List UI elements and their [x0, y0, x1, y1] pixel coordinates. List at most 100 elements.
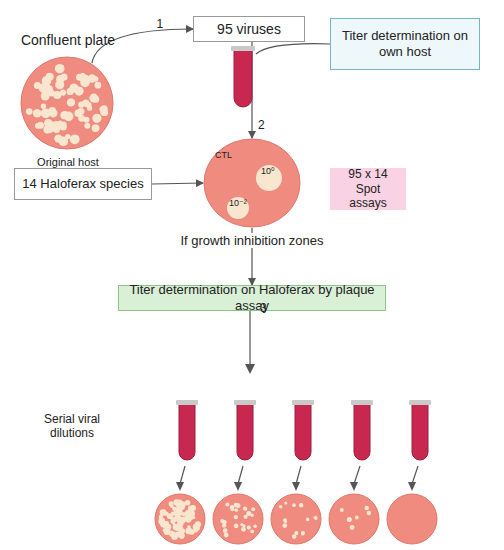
tube-rim: [231, 46, 255, 51]
plaque: [172, 507, 176, 511]
petri-dish: [20, 56, 114, 150]
plaque: [350, 525, 355, 530]
arrow-head: [176, 482, 184, 491]
plaque: [41, 92, 50, 101]
flow-arrow: [412, 466, 418, 484]
plaque: [240, 523, 243, 526]
box-text: Titer determination on Haloferax by plaq…: [125, 282, 379, 313]
plaque: [225, 502, 229, 506]
plaque: [78, 102, 84, 108]
plaque: [48, 121, 54, 127]
plate-label: 10⁰: [261, 166, 275, 176]
plaque: [253, 525, 257, 529]
tube-rim: [409, 400, 431, 405]
plaque: [244, 515, 248, 519]
plaque: [80, 73, 85, 78]
petri-dish: [213, 494, 263, 544]
plaque: [192, 516, 195, 519]
inhibition-zone: [227, 197, 249, 219]
plaque: [60, 111, 69, 120]
plaque: [299, 503, 303, 507]
plaque: [175, 532, 181, 538]
plaque: [37, 122, 44, 129]
plaque: [33, 109, 42, 118]
flow-arrow: [180, 466, 185, 484]
plaque: [177, 500, 183, 506]
plaque: [70, 134, 80, 144]
plaque: [41, 104, 46, 109]
plaque: [177, 526, 183, 532]
test-tube: [354, 404, 370, 460]
plaque: [164, 521, 169, 526]
plaque: [59, 137, 69, 147]
test-tube: [412, 404, 428, 460]
box-text: 14 Haloferax species: [22, 176, 143, 192]
plaque: [163, 528, 167, 532]
arrow-head: [408, 482, 416, 491]
plaque: [241, 527, 246, 532]
flow-arrow: [238, 466, 243, 484]
plaque: [55, 64, 65, 74]
step-number: 3: [260, 301, 267, 315]
flow-arrow: [251, 42, 252, 138]
plaque: [234, 515, 238, 519]
flow-arrow: [296, 466, 301, 484]
plaque: [279, 505, 283, 509]
plaque: [243, 507, 247, 511]
plaque: [340, 508, 344, 512]
leader-line: [256, 44, 330, 54]
plaque: [230, 508, 234, 512]
plaque: [179, 518, 184, 523]
plaque: [46, 73, 54, 81]
plaque: [251, 507, 255, 511]
inhibition-zone: [256, 165, 282, 191]
plaque: [41, 108, 51, 118]
test-tube: [295, 404, 311, 460]
dilution-series: [155, 400, 437, 544]
plaque: [234, 523, 239, 528]
plaque: [223, 528, 228, 533]
plaque: [67, 88, 74, 95]
plaque: [195, 521, 201, 527]
arrow-head: [245, 364, 255, 374]
flow-arrow: [249, 311, 250, 366]
agar: [21, 57, 113, 149]
plaque: [55, 80, 64, 89]
plaque: [181, 512, 186, 517]
plaque: [282, 523, 287, 528]
plate-label: CTL: [215, 150, 232, 160]
process-box: Titer determination on Haloferax by plaq…: [118, 285, 386, 311]
tube-rim: [292, 400, 314, 405]
process-box: 95 x 14 Spot assays: [330, 168, 406, 210]
tube-body: [234, 50, 252, 107]
petri-plate: Confluent plateOriginal host: [8, 32, 128, 178]
plaque: [314, 516, 318, 520]
tube-rim: [351, 400, 373, 405]
arrow-head: [234, 482, 242, 491]
flow-arrow: [152, 183, 203, 184]
plaque: [50, 112, 56, 118]
plaque: [185, 500, 191, 506]
petri-dish: [329, 494, 379, 544]
plaque: [284, 501, 287, 504]
plaque: [84, 117, 90, 123]
plaque: [234, 508, 237, 511]
plate-heading: Confluent plate: [8, 32, 128, 48]
plaque: [367, 511, 371, 515]
plaque: [355, 516, 359, 520]
box-text: 95 viruses: [217, 21, 281, 38]
plaque: [314, 516, 318, 520]
plaque: [84, 123, 90, 129]
plaque: [292, 503, 296, 507]
agar: [204, 139, 300, 227]
box-text: 95 x 14 Spot assays: [337, 167, 399, 210]
plaque: [347, 517, 352, 522]
plaque: [247, 526, 251, 530]
petri-dish: [155, 494, 205, 544]
plaque: [179, 505, 184, 510]
side-note: Serial viral dilutions: [22, 412, 122, 440]
process-box: 95 viruses: [193, 16, 305, 42]
plaque: [92, 96, 99, 103]
plate-label: 10⁻²: [229, 198, 247, 208]
plaque: [26, 108, 33, 115]
